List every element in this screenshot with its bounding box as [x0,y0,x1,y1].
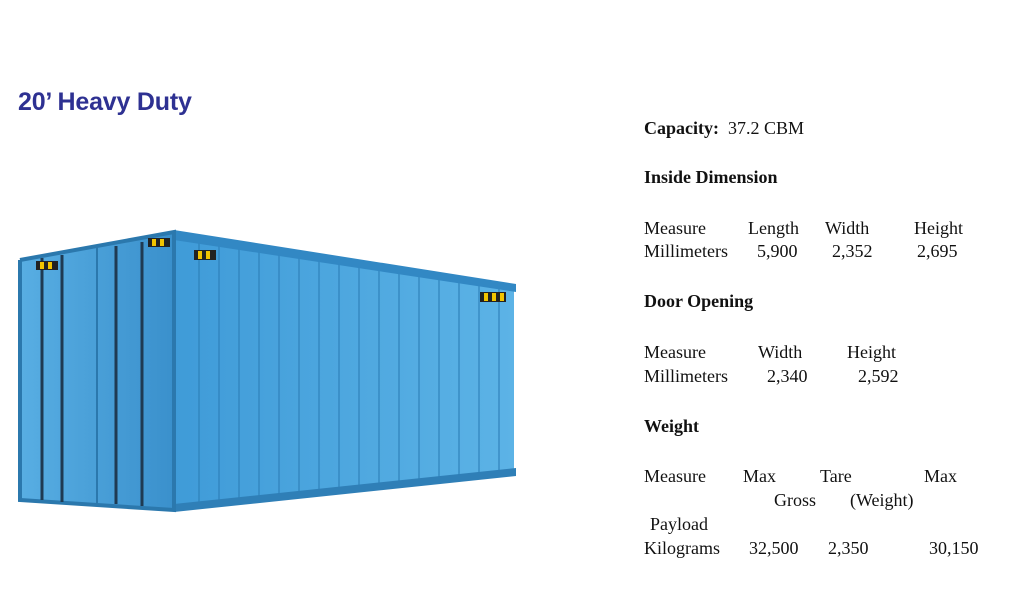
weight-row-max-gross: 32,500 [749,538,799,558]
inside-header-measure: Measure [644,218,706,238]
door-row-height: 2,592 [858,366,899,386]
capacity-label: Capacity: [644,118,719,138]
capacity-line: Capacity: 37.2 CBM [644,118,804,138]
inside-dimension-heading: Inside Dimension [644,167,778,187]
inside-row-width: 2,352 [832,241,873,261]
inside-row-length: 5,900 [757,241,798,261]
door-header-width: Width [758,342,803,362]
weight-header-gross: Gross [774,490,817,510]
inside-header-height: Height [914,218,963,238]
inside-row-height: 2,695 [917,241,958,261]
weight-header-max-payload: Max [924,466,957,486]
inside-header-length: Length [748,218,799,238]
weight-header-max-gross: Max [743,466,776,486]
weight-row-max-payload: 30,150 [929,538,979,558]
weight-row-tare: 2,350 [828,538,869,558]
page-title: 20’ Heavy Duty [18,88,192,116]
weight-header-weight: (Weight) [850,490,914,510]
weight-header-payload: Payload [650,514,708,534]
inside-header-width: Width [825,218,870,238]
weight-row-unit: Kilograms [644,538,720,558]
door-header-height: Height [847,342,896,362]
weight-header-tare: Tare [820,466,852,486]
door-row-unit: Millimeters [644,366,728,386]
weight-header-measure: Measure [644,466,706,486]
door-opening-heading: Door Opening [644,291,754,311]
shipping-container-image [18,229,516,513]
door-header-measure: Measure [644,342,706,362]
door-row-width: 2,340 [767,366,808,386]
capacity-value: 37.2 CBM [728,118,805,138]
inside-row-unit: Millimeters [644,241,728,261]
weight-heading: Weight [644,416,700,436]
